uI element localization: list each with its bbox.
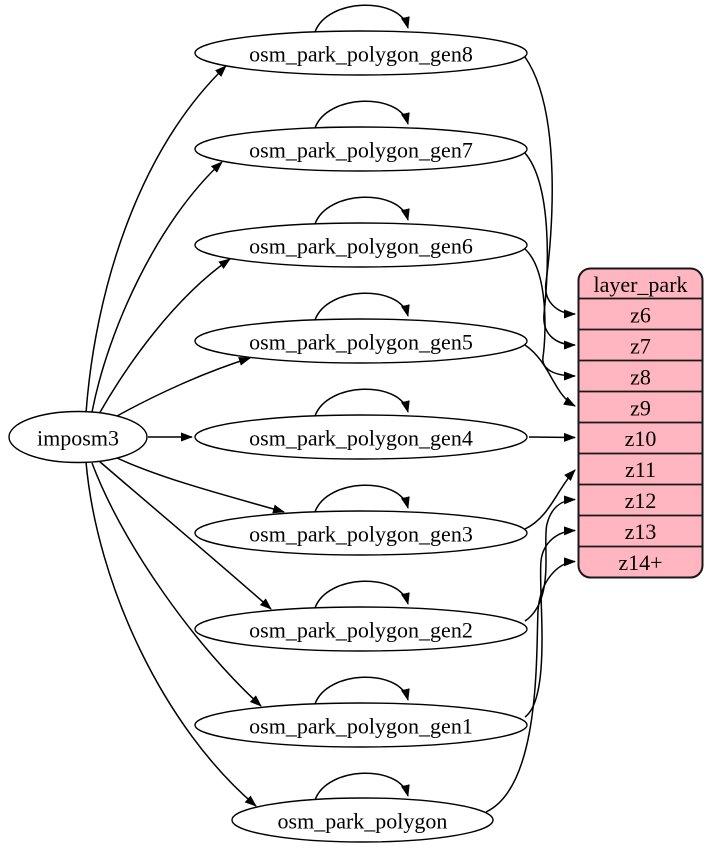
edge-osm_park_polygon_gen5-to-layer_park-z9: [524, 344, 576, 407]
edge-osm_park_polygon_gen8-to-layer_park-z6: [524, 56, 576, 319]
polygon-ellipse: [231, 797, 494, 843]
edge-osm_park_polygon_gen3-to-layer_park-z11: [524, 469, 576, 530]
gen1-ellipse: [194, 702, 528, 748]
edge-osm_park_polygon_gen6-to-layer_park-z8: [524, 248, 576, 381]
gen8-label: osm_park_polygon_gen8: [249, 42, 473, 67]
record-row-z14plus: z14+: [618, 550, 662, 575]
edge-osm_park_polygon_gen1-to-layer_park-z13: [524, 526, 576, 718]
node-osm_park_polygon_gen8: osm_park_polygon_gen8: [194, 30, 528, 76]
node-osm_park_polygon_gen6: osm_park_polygon_gen6: [194, 222, 528, 268]
edge-imposm3-to-osm_park_polygon_gen7: [91, 161, 223, 413]
node-imposm3: imposm3: [8, 410, 148, 464]
polygon-label: osm_park_polygon: [278, 809, 448, 834]
node-osm_park_polygon_gen1: osm_park_polygon_gen1: [194, 702, 528, 748]
node-osm_park_polygon: osm_park_polygon: [231, 797, 494, 843]
node-osm_park_polygon_gen4: osm_park_polygon_gen4: [194, 414, 528, 460]
edge-imposm3-to-osm_park_polygon: [85, 461, 257, 807]
edge-imposm3-to-osm_park_polygon_gen5: [116, 356, 251, 417]
gen6-label: osm_park_polygon_gen6: [249, 234, 473, 259]
edge-osm_park_polygon_gen5-self-loop: [314, 292, 410, 321]
edge-imposm3-to-osm_park_polygon_gen2: [98, 460, 272, 610]
edge-osm_park_polygon_gen4-self-loop: [314, 388, 410, 417]
edge-osm_park_polygon_gen3-self-loop: [314, 484, 410, 513]
edges-layer: [85, 4, 576, 813]
node-layer_park: layer_park z6 z7 z8 z9 z10 z11 z12 z13 z…: [577, 267, 704, 579]
record-row-z6: z6: [630, 303, 651, 328]
edge-imposm3-to-osm_park_polygon_gen6: [98, 258, 231, 415]
gen1-label: osm_park_polygon_gen1: [249, 714, 473, 739]
gen7-label: osm_park_polygon_gen7: [249, 138, 473, 163]
record-row-z11: z11: [625, 457, 656, 482]
record-row-z13: z13: [625, 519, 657, 544]
node-osm_park_polygon_gen5: osm_park_polygon_gen5: [194, 318, 528, 364]
node-osm_park_polygon_gen7: osm_park_polygon_gen7: [194, 126, 528, 172]
node-osm_park_polygon_gen3: osm_park_polygon_gen3: [194, 510, 528, 556]
imposm3-ellipse: [8, 410, 148, 464]
gen7-ellipse: [194, 126, 528, 172]
layer_park-title: layer_park: [593, 272, 687, 297]
layer_park-row-separators: [578, 297, 703, 548]
record-row-z8: z8: [630, 365, 651, 390]
gen6-ellipse: [194, 222, 528, 268]
imposm3-label: imposm3: [37, 426, 119, 451]
gen2-ellipse: [194, 606, 528, 652]
gen3-label: osm_park_polygon_gen3: [249, 522, 473, 547]
nodes-layer: imposm3 osm_park_polygon_gen8 osm_park_p…: [8, 30, 704, 843]
record-row-z10: z10: [625, 426, 657, 451]
edge-osm_park_polygon_gen7-self-loop: [314, 100, 410, 129]
edge-imposm3-to-osm_park_polygon_gen1: [91, 462, 262, 707]
gen2-label: osm_park_polygon_gen2: [249, 618, 473, 643]
gen3-ellipse: [194, 510, 528, 556]
gen5-label: osm_park_polygon_gen5: [249, 330, 473, 355]
record-row-z9: z9: [630, 396, 651, 421]
edge-osm_park_polygon-self-loop: [314, 772, 410, 801]
record-row-z12: z12: [625, 488, 657, 513]
gen4-ellipse: [194, 414, 528, 460]
gen8-ellipse: [194, 30, 528, 76]
edge-osm_park_polygon-to-layer_park-z14+: [485, 557, 576, 813]
edge-osm_park_polygon_gen2-to-layer_park-z12: [524, 495, 576, 622]
edge-osm_park_polygon_gen1-self-loop: [314, 676, 410, 705]
edge-osm_park_polygon_gen8-self-loop: [314, 4, 410, 33]
gen4-label: osm_park_polygon_gen4: [249, 426, 473, 451]
edge-osm_park_polygon_gen7-to-layer_park-z7: [524, 152, 576, 350]
edge-imposm3-to-osm_park_polygon_gen8: [85, 65, 227, 414]
edge-osm_park_polygon_gen4-to-layer_park-z10: [528, 432, 576, 442]
record-row-z7: z7: [630, 334, 651, 359]
edge-osm_park_polygon_gen6-self-loop: [314, 196, 410, 225]
edge-imposm3-to-osm_park_polygon_gen3: [116, 457, 285, 514]
gen5-ellipse: [194, 318, 528, 364]
edge-osm_park_polygon_gen2-self-loop: [314, 580, 410, 609]
node-osm_park_polygon_gen2: osm_park_polygon_gen2: [194, 606, 528, 652]
